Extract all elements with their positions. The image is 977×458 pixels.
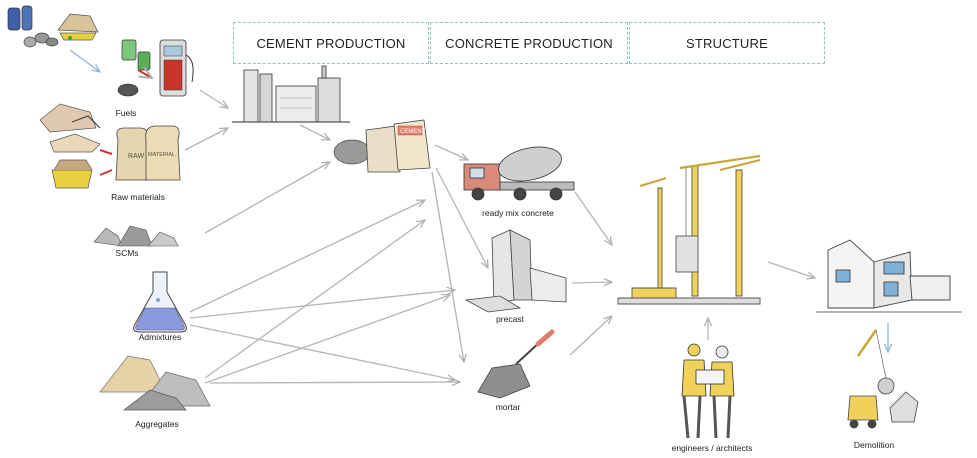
label-mortar: mortar [496, 402, 521, 412]
label-precast: precast [496, 314, 525, 324]
arrow-scms-to-cement [204, 162, 330, 234]
label-fuels: Fuels [116, 108, 137, 118]
arrow-cement-to-readymix [434, 144, 468, 160]
header-structure: STRUCTURE [629, 22, 825, 64]
bag-label-cement: CEMENT [400, 129, 426, 135]
raw-materials-illustration: RAW MATERIAL [39, 103, 181, 189]
label-ready-mix-concrete: ready mix concrete [482, 208, 554, 218]
mortar-trowel-illustration [477, 329, 555, 399]
arrow-plant-to-cement [299, 124, 330, 140]
label-aggregates: Aggregates [135, 419, 178, 429]
header-concrete-production: CONCRETE PRODUCTION [430, 22, 628, 64]
label-engineers-architects: engineers / architects [672, 443, 753, 453]
arrow-raw-source-to-fuels [69, 49, 100, 72]
arrow-cement-to-precast [435, 167, 488, 268]
bag-label-raw: RAW [128, 153, 144, 160]
label-scms: SCMs [115, 248, 138, 258]
label-admixtures: Admixtures [139, 332, 182, 342]
label-demolition: Demolition [854, 440, 894, 450]
demolition-illustration [847, 329, 919, 429]
arrow-aggregates-to-readymix-path [204, 220, 425, 379]
arrow-aggregates-to-precast [204, 295, 450, 384]
arrow-admixtures-to-mortar [189, 324, 455, 380]
arrow-admixtures-to-readymix-path [189, 200, 425, 313]
fuels-illustration [117, 39, 194, 97]
cement-plant-illustration [232, 65, 350, 123]
ready-mix-truck-illustration [463, 146, 575, 201]
header-structure-label: STRUCTURE [686, 35, 768, 51]
aggregates-piles-illustration [99, 355, 211, 411]
scms-illustration [93, 225, 179, 247]
header-cement-production-label: CEMENT PRODUCTION [256, 35, 406, 51]
cranes-structure-illustration [617, 154, 761, 305]
cement-bags-illustration: CEMENT [333, 119, 431, 173]
arrow-admixtures-to-precast [189, 290, 455, 319]
arrow-precast-to-structure [571, 282, 612, 283]
arrow-raw-materials-to-plant [184, 128, 228, 151]
arrow-cement-to-mortar [431, 171, 464, 362]
raw-sources-illustration [7, 5, 99, 48]
engineers-illustration [681, 343, 735, 439]
arrow-readymix-to-structure [574, 191, 612, 245]
arrow-aggregates-to-mortar [209, 382, 460, 383]
header-concrete-production-label: CONCRETE PRODUCTION [445, 35, 613, 51]
arrow-mortar-to-structure [569, 316, 612, 356]
house-illustration [816, 239, 962, 313]
arrow-fuels-to-plant [199, 89, 228, 108]
arrow-structure-to-house [767, 261, 815, 278]
bag-label-material: MATERIAL [148, 152, 175, 158]
label-raw-materials: Raw materials [111, 192, 165, 202]
flow-arrows [69, 49, 888, 384]
header-cement-production: CEMENT PRODUCTION [233, 22, 429, 64]
precast-panels-illustration [464, 229, 567, 313]
admixtures-flask-illustration [133, 271, 187, 333]
